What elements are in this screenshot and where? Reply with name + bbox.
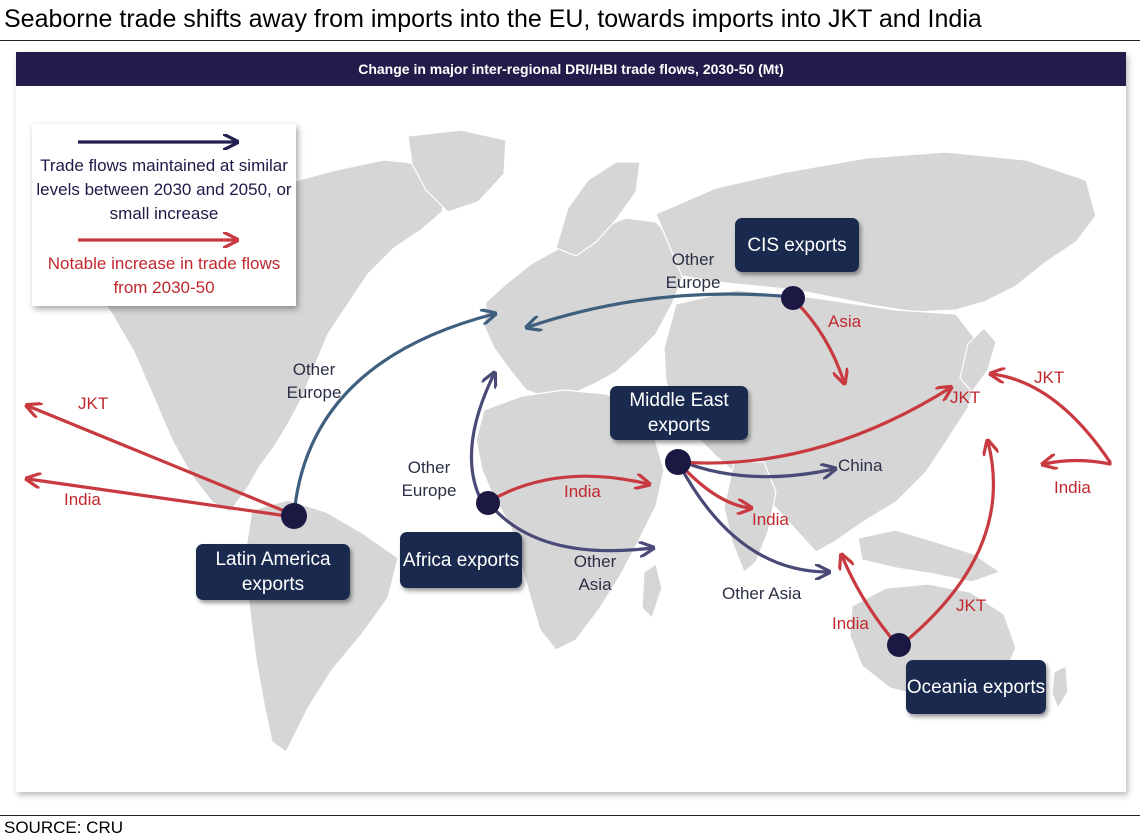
source-note: SOURCE: CRU [4,818,124,837]
flow-me-to-china [676,458,834,477]
label-africa-other-asia: Other Asia [573,552,617,594]
scandinavia [555,161,641,257]
flow-me-to-other-asia [676,460,828,572]
greenland [407,129,507,213]
flow-ext-to-india [1044,461,1112,465]
exporter-oceania: Oceania exports [906,660,1046,714]
legend-increase-text: Notable increase in trade flows from 203… [47,254,281,297]
trade-flows [28,292,1112,648]
flow-africa-to-europe [469,374,494,504]
flow-ext-to-jkt [992,374,1112,464]
label-me-india: India [752,510,789,529]
label-me-other-asia: Other Asia [722,584,802,603]
dot-middle-east [665,449,691,475]
label-me-jkt: JKT [950,388,981,407]
legend-maintained-text: Trade flows maintained at similar levels… [36,156,292,223]
label-africa-india: India [564,482,601,501]
label-oceania-india: India [832,614,869,633]
label-oceania-jkt: JKT [956,596,987,615]
flow-africa-to-asia [486,500,652,551]
origin-markers [281,286,911,657]
label-latam-jkt: JKT [78,394,109,413]
flow-latam-to-europe [292,314,494,517]
map-title: Change in major inter-regional DRI/HBI t… [16,52,1126,86]
madagascar [641,563,663,620]
exporter-latin-america: Latin America exports [196,544,350,600]
label-latam-india: India [64,490,101,509]
headline: Seaborne trade shifts away from imports … [4,5,982,33]
russia [655,151,1097,313]
label-me-china: China [838,456,883,475]
india [723,461,777,573]
flow-me-to-jkt [676,388,950,465]
exporter-cis: CIS exports [735,218,859,272]
flow-latam-to-jkt [28,406,296,517]
flow-oceania-to-jkt [898,442,993,648]
south-america [243,499,399,753]
exporter-africa: Africa exports [400,532,522,588]
label-jkt-right: JKT [1034,368,1065,387]
flow-latam-to-india [28,479,296,519]
divider-top [0,40,1140,41]
label-africa-other-europe: Other Europe [401,458,457,500]
southeast-asia-islands [857,529,1002,583]
dot-latin-america [281,503,307,529]
map-panel: Change in major inter-regional DRI/HBI t… [16,52,1126,792]
flow-cis-to-asia [794,300,844,382]
flow-africa-to-india [486,476,648,504]
label-latam-other-europe: Other Europe [286,360,342,402]
new-zealand [1051,665,1069,710]
dot-africa [476,491,500,515]
label-cis-other-europe: Other Europe [665,250,721,292]
dot-oceania [887,633,911,657]
flow-cis-to-europe [528,292,794,327]
label-india-right: India [1054,478,1091,497]
divider-bottom [0,815,1140,816]
label-cis-asia: Asia [828,312,862,331]
dot-cis [781,286,805,310]
exporter-middle-east: Middle East exports [610,386,748,440]
legend: Trade flows maintained at similar levels… [32,124,296,306]
